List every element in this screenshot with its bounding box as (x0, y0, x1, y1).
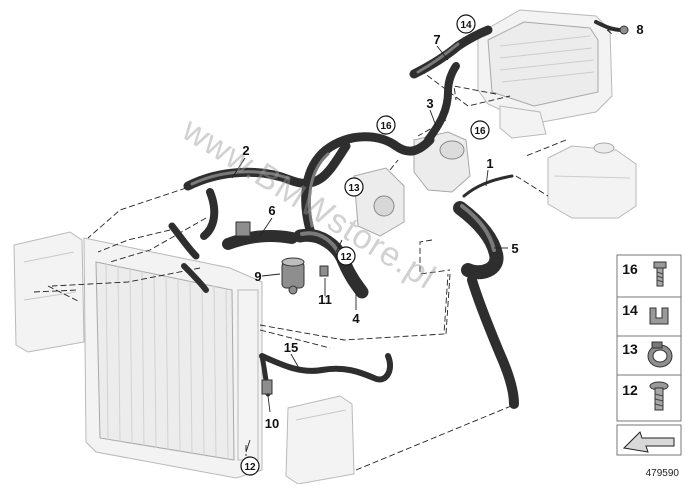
hose-15 (259, 353, 394, 397)
legend-row-14: 14 (622, 302, 669, 325)
callout-5: 5 (511, 241, 518, 256)
legend-row-12: 12 (622, 381, 669, 411)
svg-text:12: 12 (340, 252, 352, 263)
bolt-icon (653, 261, 667, 287)
svg-text:14: 14 (460, 20, 472, 31)
hose-5 (453, 201, 519, 409)
screw-icon (649, 381, 669, 411)
callout-2: 2 (242, 143, 249, 158)
callout-6: 6 (268, 203, 275, 218)
callout-15: 15 (284, 340, 298, 355)
svg-text:13: 13 (348, 183, 360, 194)
hose-8 (594, 20, 629, 35)
document-number: 479590 (646, 468, 680, 479)
circled-callout-16-a: 16 (376, 115, 396, 135)
callout-9: 9 (254, 269, 261, 284)
circled-callout-12-b: 12 (240, 456, 260, 476)
callout-1: 1 (486, 156, 493, 171)
circled-callout-16-b: 16 (470, 120, 490, 140)
clip-icon (649, 307, 669, 325)
arrow-icon (622, 431, 675, 453)
intercooler-housing (477, 9, 613, 139)
thermostat-housing (353, 131, 471, 237)
radiator-assembly (13, 231, 355, 485)
legend-row-13: 13 (622, 341, 673, 368)
expansion-tank (547, 142, 637, 219)
sensor-10 (261, 379, 273, 395)
svg-text:13: 13 (622, 341, 638, 357)
svg-text:14: 14 (622, 302, 638, 318)
svg-text:12: 12 (244, 462, 256, 473)
hose-2-lower (181, 263, 209, 293)
legend-row-16: 16 (622, 261, 667, 287)
hose-1 (462, 174, 514, 198)
callout-3: 3 (426, 96, 433, 111)
callout-7: 7 (433, 32, 440, 47)
hose-16 (301, 132, 435, 235)
hose-3 (424, 62, 460, 144)
callout-8: 8 (636, 22, 643, 37)
circled-callout-14: 14 (456, 14, 476, 34)
leader-lines (231, 29, 618, 453)
water-pump-9 (281, 257, 305, 295)
circled-callout-12-a: 12 (336, 246, 356, 266)
svg-text:16: 16 (622, 261, 638, 277)
callout-11: 11 (318, 292, 332, 307)
bracket-11 (319, 265, 329, 277)
legend-footer (616, 424, 682, 456)
hose-2 (168, 141, 351, 260)
svg-text:16: 16 (380, 121, 392, 132)
hose-7 (409, 25, 493, 79)
circled-callout-13: 13 (344, 177, 364, 197)
callout-4: 4 (352, 311, 360, 326)
fastener-legend: 16 14 13 12 (616, 254, 682, 422)
hose-6 (222, 221, 298, 250)
svg-text:16: 16 (474, 126, 486, 137)
callout-labels: 1 2 3 4 5 6 7 8 9 10 11 15 (242, 22, 643, 431)
callout-10: 10 (265, 416, 279, 431)
hose-clamp-icon (647, 341, 673, 368)
svg-text:12: 12 (622, 382, 638, 398)
circled-callouts: 12 13 14 16 16 12 (240, 14, 490, 476)
